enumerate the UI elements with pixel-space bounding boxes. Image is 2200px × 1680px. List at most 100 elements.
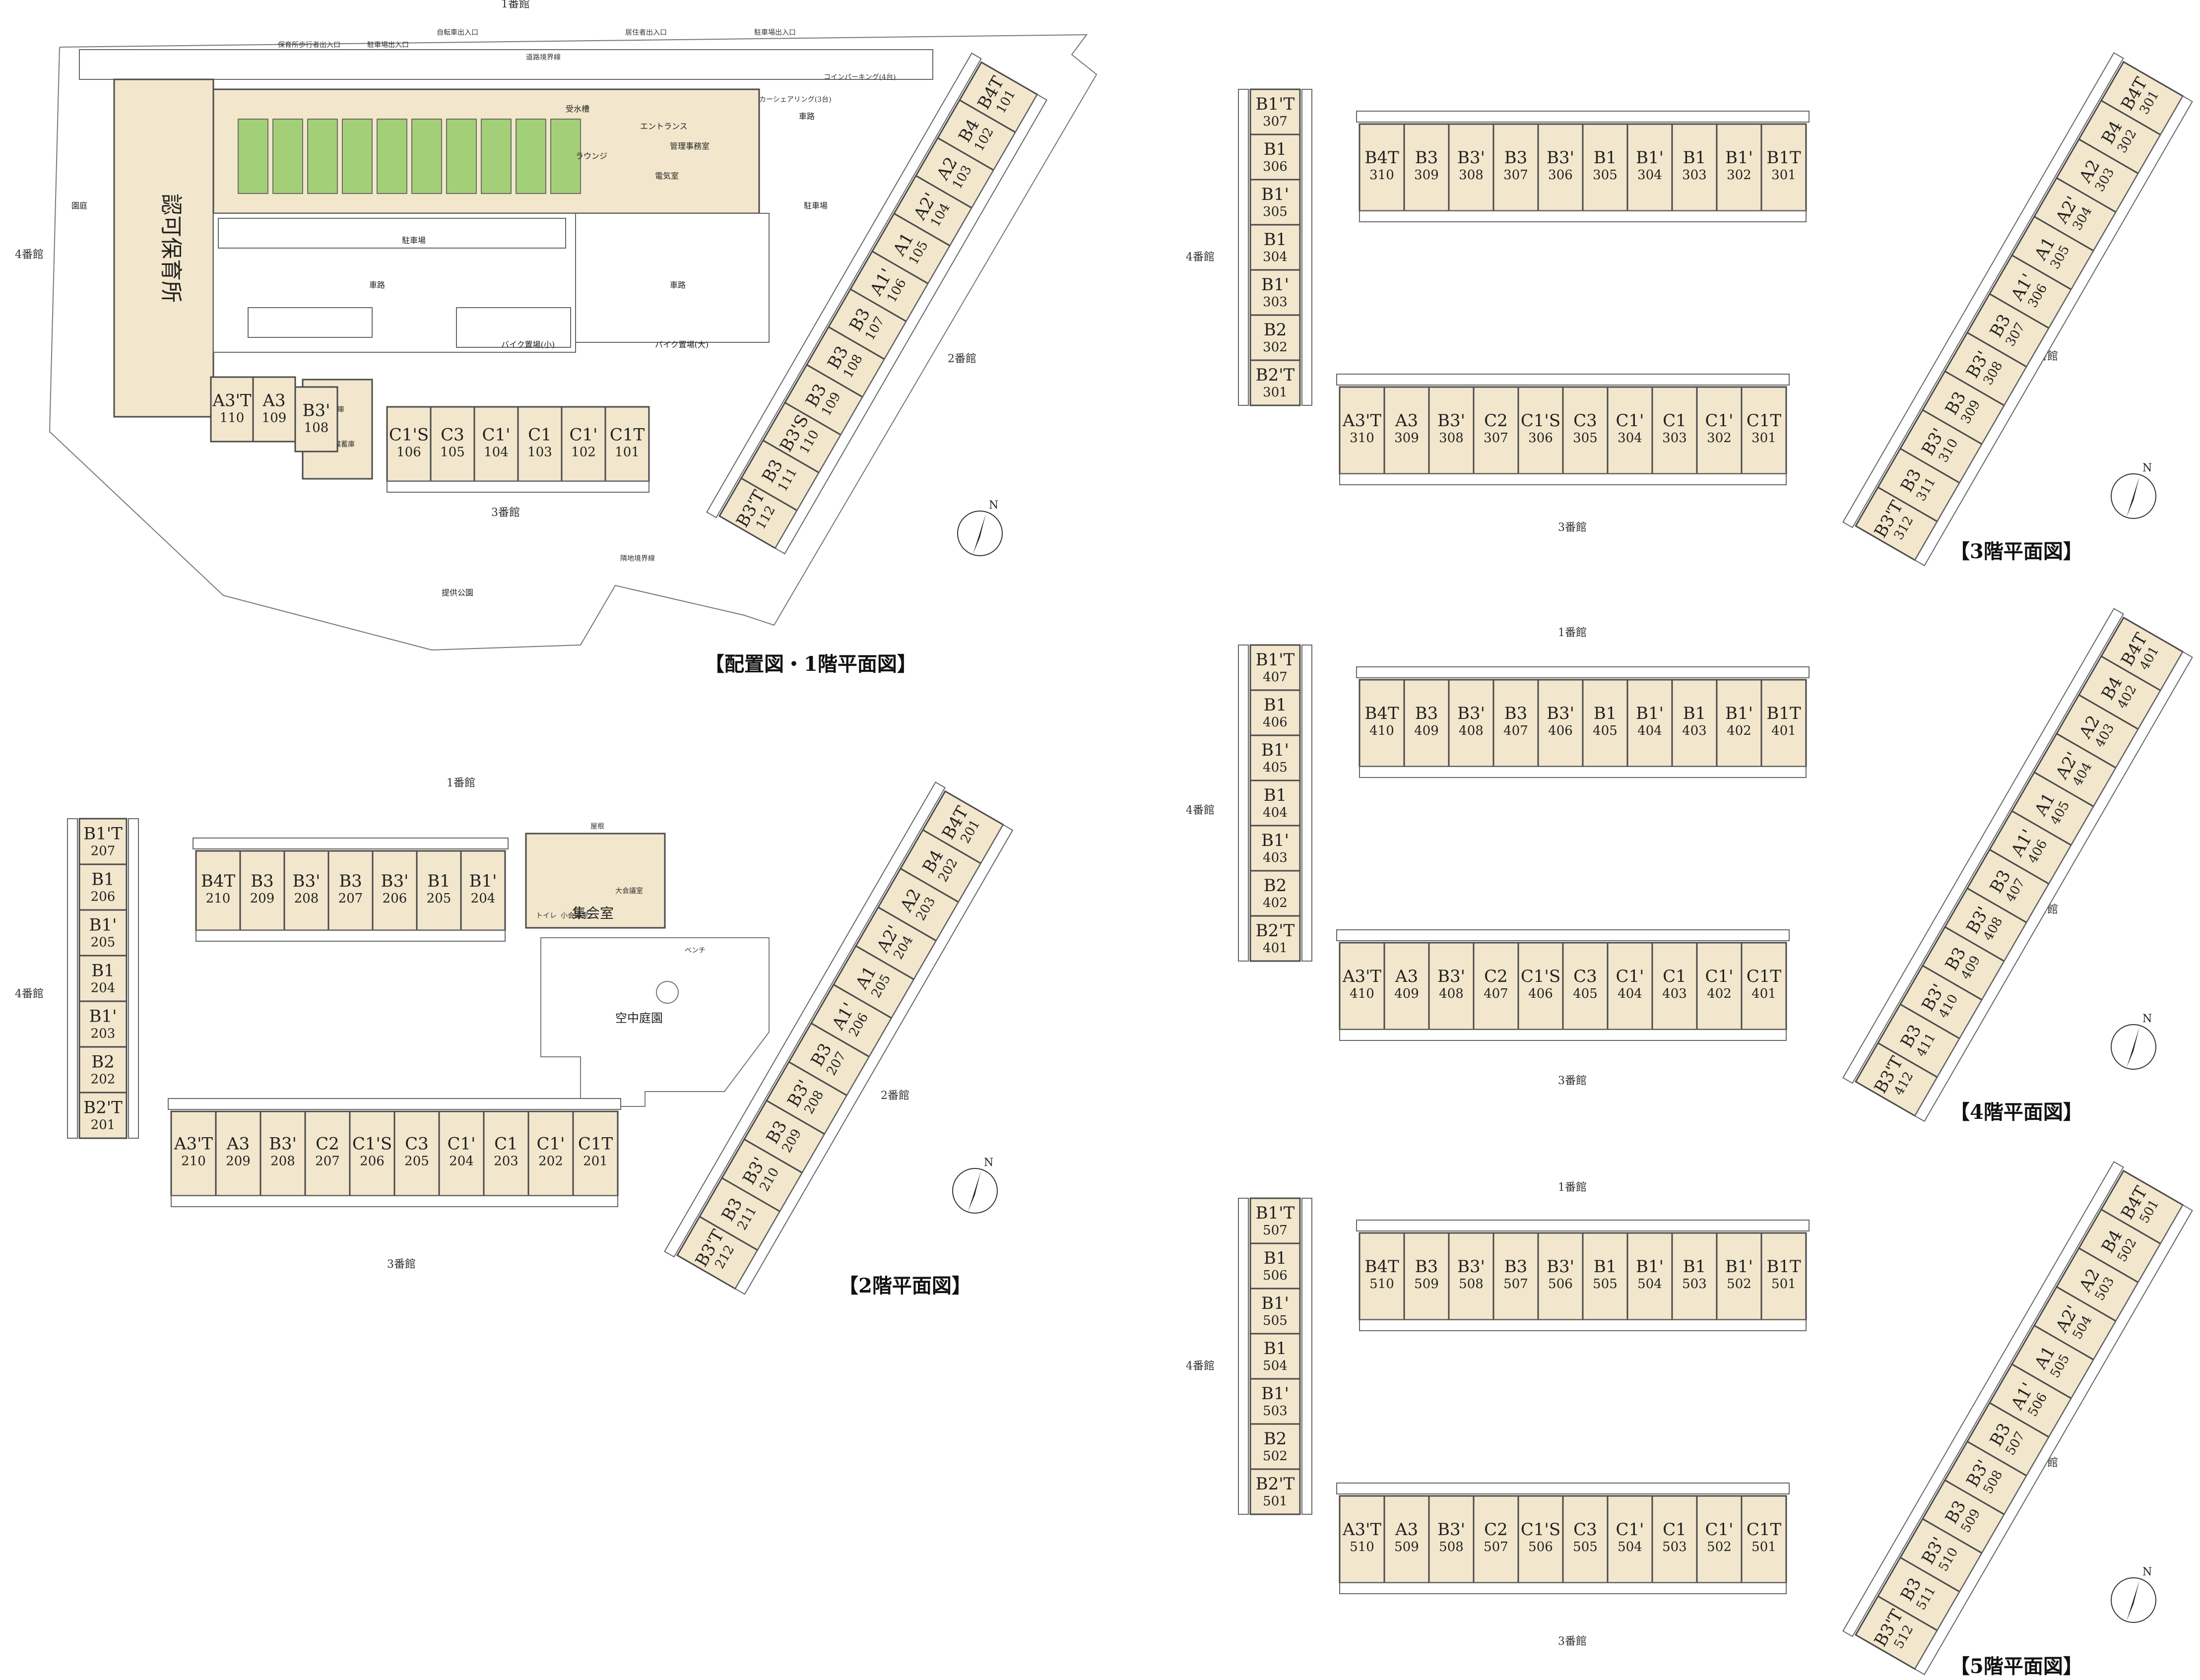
unit-type: B1'T — [1256, 1203, 1295, 1223]
unit-number: 506 — [1528, 1540, 1553, 1554]
bicycle-parking-row — [238, 119, 581, 194]
unit-box — [1359, 679, 1405, 768]
unit-type: B3' — [1547, 1257, 1574, 1277]
unit-type: B2 — [91, 1052, 115, 1072]
toilet-label: トイレ — [536, 912, 557, 920]
unit-number: 405 — [1263, 760, 1288, 775]
unit-102: C1'102 — [561, 406, 606, 482]
unit-number: 305 — [1573, 431, 1598, 446]
unit-502: C1'502 — [1696, 1495, 1743, 1584]
unit-406: B3'406 — [1537, 679, 1584, 768]
unit-type: C1 — [1663, 967, 1686, 986]
building-1-f5: B4T510B3509B3'508B3507B3'506B1505B1'504B… — [1356, 1220, 1810, 1331]
compass-n-label: N — [2142, 1566, 2152, 1578]
unit-number: 306 — [1548, 168, 1573, 183]
unit-number: 403 — [1682, 723, 1707, 738]
unit-number: 209 — [226, 1154, 251, 1169]
unit-number: 501 — [1771, 1277, 1796, 1292]
unit-type: B1 — [427, 871, 451, 891]
unit-number: 403 — [1263, 850, 1288, 865]
building-4-f5: B1'T507B1506B1'505B1504B1'503B2502B2'T50… — [1238, 1197, 1312, 1515]
unit-number: 502 — [1727, 1277, 1751, 1292]
unit-type: C1'S — [1521, 967, 1560, 986]
unit-type: B1T — [1766, 1257, 1801, 1277]
unit-box — [1249, 1468, 1301, 1515]
unit-box — [1249, 1333, 1301, 1380]
unit-type: C1T — [1747, 411, 1782, 431]
unit-number: 407 — [1484, 986, 1508, 1001]
unit-box — [1448, 1232, 1494, 1321]
unit-type: A3'T — [1342, 1520, 1382, 1540]
unit-number: 206 — [91, 889, 116, 904]
unit-number: 502 — [1707, 1540, 1732, 1554]
compass-n-label: N — [984, 1157, 993, 1169]
unit-203: B1'203 — [78, 1000, 128, 1048]
unit-type: B1' — [1261, 831, 1289, 850]
unit-number: 205 — [91, 935, 116, 950]
unit-type: B3' — [303, 401, 330, 421]
unit-type: C2 — [1484, 967, 1508, 986]
unit-number: 509 — [1394, 1540, 1419, 1554]
unit-box — [78, 1092, 128, 1139]
balcony-strip — [1914, 1204, 2193, 1676]
compass-needle — [973, 514, 986, 554]
unit-type: B1 — [1594, 704, 1617, 723]
unit-box — [1249, 1288, 1301, 1335]
unit-box — [1651, 1495, 1698, 1584]
balcony-strip — [1339, 1582, 1787, 1594]
unit-type: B1' — [1261, 1293, 1289, 1313]
unit-type: C1'S — [1521, 1520, 1560, 1540]
building-4-label: 4番館 — [1186, 251, 1215, 263]
unit-number: 307 — [1503, 168, 1528, 183]
unit-type: B1' — [89, 915, 117, 935]
unit-type: B3' — [1457, 148, 1485, 168]
unit-box — [1249, 644, 1301, 691]
unit-type: B4T — [1364, 148, 1399, 168]
bench-label: ベンチ — [685, 947, 706, 955]
unit-type: C1 — [528, 425, 552, 445]
unit-type: B1' — [89, 1006, 117, 1026]
unit-type: B3' — [1437, 1520, 1465, 1540]
unit-type: B1 — [1264, 139, 1287, 159]
building-1-f4: B4T410B3409B3'408B3407B3'406B1405B1'404B… — [1356, 666, 1810, 778]
unit-type: C3 — [1573, 411, 1597, 431]
unit-type: C1'S — [1521, 411, 1560, 431]
common-corridor — [1301, 89, 1312, 406]
unit-box — [78, 863, 128, 911]
unit-type: B2'T — [1256, 921, 1295, 941]
unit-box — [1473, 386, 1519, 475]
sky-garden-feature — [656, 981, 679, 1004]
unit-box — [438, 1110, 485, 1197]
unit-205: B1'205 — [78, 909, 128, 957]
unit-box — [78, 818, 128, 865]
unit-number: 210 — [206, 891, 231, 906]
unit-type: C1T — [610, 425, 645, 445]
unit-type: C2 — [316, 1134, 339, 1154]
unit-type: B4T — [1364, 1257, 1399, 1277]
unit-number: 409 — [1414, 723, 1439, 738]
unit-box — [210, 376, 254, 443]
unit-408: B3'408 — [1448, 679, 1494, 768]
unit-404: C1'404 — [1607, 942, 1653, 1031]
unit-number: 304 — [1618, 431, 1642, 446]
unit-number: 509 — [1414, 1277, 1439, 1292]
